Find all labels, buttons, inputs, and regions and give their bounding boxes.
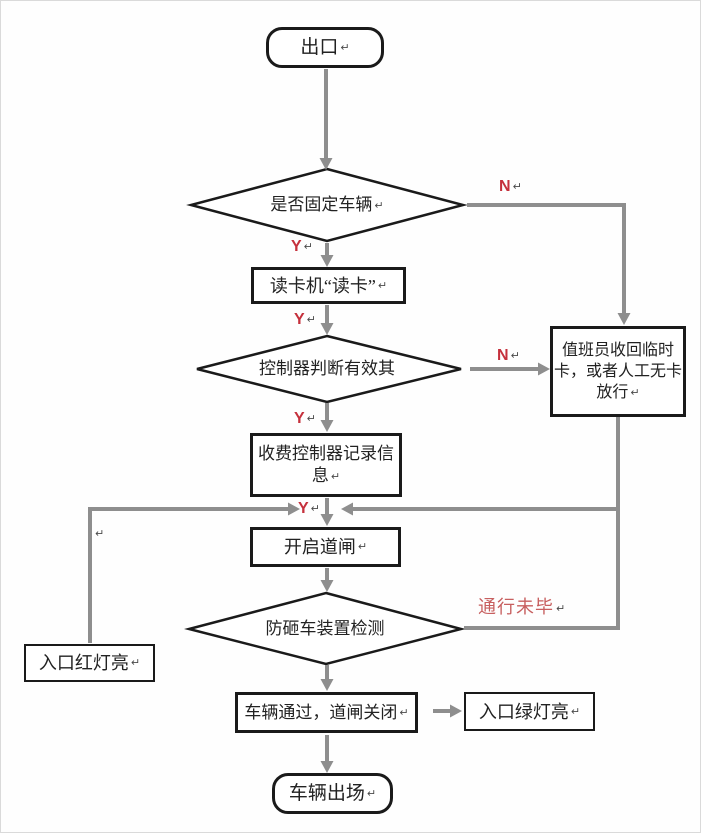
return-mark: ↵ xyxy=(512,180,522,193)
arrowhead-down-6 xyxy=(320,580,334,592)
label-yes-2: Y↵ xyxy=(294,311,316,329)
decision-fixed-vehicle-label: 是否固定车辆↵ xyxy=(227,195,427,216)
decision-anti-smash-label: 防砸车装置检测 xyxy=(225,619,425,639)
return-mark: ↵ xyxy=(366,786,377,800)
node-vehicle-pass-label: 车辆通过，道闸关闭 xyxy=(244,702,398,722)
decision-controller-validity-text: 控制器判断有效其 xyxy=(259,359,395,378)
node-entrance-red-light-label: 入口红灯亮 xyxy=(38,653,129,673)
node-attendant-line3: 放行↵ xyxy=(596,382,639,403)
return-mark: ↵ xyxy=(630,386,640,399)
return-mark: ↵ xyxy=(306,412,316,425)
return-mark: ↵ xyxy=(357,540,368,553)
return-mark: ↵ xyxy=(399,705,409,719)
return-mark: ↵ xyxy=(310,502,320,515)
arrowhead-down-end xyxy=(320,761,334,773)
node-record-info: 收费控制器记录信 息↵ xyxy=(250,433,402,497)
decision-anti-smash-text: 防砸车装置检测 xyxy=(265,619,385,638)
label-yes-4: Y↵ xyxy=(298,500,320,518)
node-entrance-green-light: 入口绿灯亮↵ xyxy=(464,692,595,731)
node-card-reader-label: 读卡机“读卡” xyxy=(269,275,376,296)
label-no-1: N↵ xyxy=(499,178,522,196)
label-no-1-text: N xyxy=(499,178,511,195)
node-open-gate: 开启道闸↵ xyxy=(250,527,401,567)
node-entrance-red-light: 入口红灯亮↵ xyxy=(24,644,155,682)
arrowhead-down-4 xyxy=(320,420,334,432)
node-vehicle-pass-gate-close: 车辆通过，道闸关闭↵ xyxy=(235,692,418,733)
arrowhead-left-junction xyxy=(341,502,353,516)
return-mark: ↵ xyxy=(95,527,105,540)
node-attendant-line2: 卡，或者人工无卡 xyxy=(554,361,682,382)
label-yes-3: Y↵ xyxy=(294,410,316,428)
node-card-reader: 读卡机“读卡”↵ xyxy=(251,267,406,304)
label-passage-not-finished: 通行未毕↵ xyxy=(478,597,566,619)
arrowhead-right-junction xyxy=(288,502,300,516)
label-no-2-text: N xyxy=(497,347,509,364)
return-mark-stray: ↵ xyxy=(93,525,104,543)
return-mark: ↵ xyxy=(130,656,141,669)
arrowhead-down-attendant xyxy=(617,313,631,325)
decision-controller-validity-label: 控制器判断有效其 xyxy=(227,359,427,379)
label-yes-4-text: Y xyxy=(298,500,309,517)
return-mark: ↵ xyxy=(570,704,581,718)
label-yes-1: Y↵ xyxy=(291,238,313,256)
label-yes-2-text: Y xyxy=(294,311,305,328)
decision-controller-validity-shape xyxy=(196,334,462,404)
node-record-info-line2: 息↵ xyxy=(312,465,340,488)
return-mark: ↵ xyxy=(374,199,384,212)
node-vehicle-exit-label: 车辆出场 xyxy=(288,782,365,804)
return-mark: ↵ xyxy=(303,240,313,253)
node-open-gate-label: 开启道闸 xyxy=(283,537,356,557)
return-mark: ↵ xyxy=(377,278,388,292)
decision-fixed-vehicle-shape xyxy=(186,167,468,243)
arrowhead-down-7 xyxy=(320,679,334,691)
arrowhead-down-5 xyxy=(320,514,334,526)
decision-anti-smash-shape xyxy=(184,591,466,666)
label-yes-1-text: Y xyxy=(291,238,302,255)
return-mark: ↵ xyxy=(330,469,341,483)
label-no-2: N↵ xyxy=(497,347,520,365)
node-entrance-green-light-label: 入口绿灯亮 xyxy=(478,701,569,722)
label-yes-3-text: Y xyxy=(294,410,305,427)
node-attendant-line1: 值班员收回临时 xyxy=(562,340,674,361)
node-record-info-text1: 收费控制器记录信 xyxy=(258,443,394,463)
node-record-info-text2: 息 xyxy=(311,465,329,485)
node-attendant-text3: 放行 xyxy=(596,384,629,401)
arrowhead-down-1 xyxy=(319,158,333,170)
arrowhead-down-3 xyxy=(320,323,334,335)
node-attendant-text2: 卡，或者人工无卡 xyxy=(553,363,682,380)
node-record-info-line1: 收费控制器记录信 xyxy=(258,443,394,465)
return-mark: ↵ xyxy=(556,602,567,615)
edge-redlight-to-gate xyxy=(88,507,288,643)
node-attendant-recover-card: 值班员收回临时 卡，或者人工无卡 放行↵ xyxy=(550,326,686,417)
arrowhead-down-2 xyxy=(320,255,334,267)
edge-fixed-no-to-attendant xyxy=(467,203,626,314)
decision-fixed-vehicle-text: 是否固定车辆 xyxy=(270,195,373,214)
node-exit-start: 出口↵ xyxy=(266,27,384,68)
return-mark: ↵ xyxy=(340,40,350,54)
arrowhead-right-attendant xyxy=(538,362,550,376)
return-mark: ↵ xyxy=(306,313,316,326)
node-vehicle-exit-end: 车辆出场↵ xyxy=(272,773,393,814)
node-attendant-text1: 值班员收回临时 xyxy=(561,342,674,359)
return-mark: ↵ xyxy=(510,349,520,362)
edge-attendant-and-loop-vertical xyxy=(464,417,620,630)
arrowhead-right-greenlight xyxy=(450,704,462,718)
label-passage-not-finished-text: 通行未毕 xyxy=(478,597,554,617)
node-exit-start-label: 出口 xyxy=(300,36,339,58)
